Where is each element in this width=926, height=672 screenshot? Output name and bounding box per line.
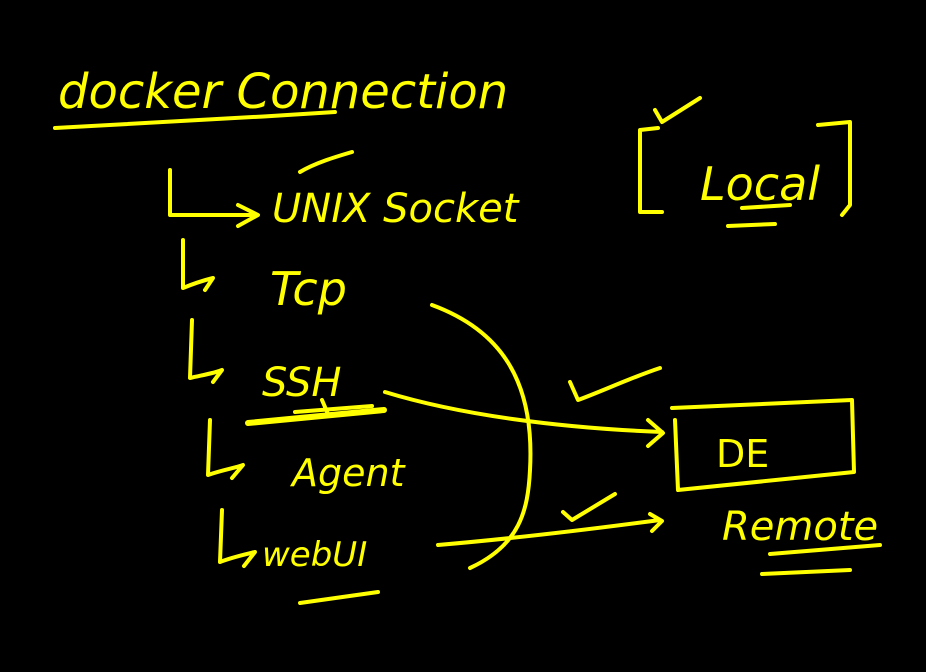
- annotation-marks: [245, 96, 702, 605]
- ssh-underline-thick: [245, 407, 387, 426]
- remote-underline-2: [760, 568, 852, 576]
- connector-unix: [168, 168, 260, 228]
- connection-arrows: [383, 303, 665, 570]
- local-bracket-left: [638, 126, 664, 214]
- check-mark-local: [653, 96, 702, 124]
- arrow-ssh-to-de: [383, 390, 665, 448]
- arrow-webui-to-remote: [436, 512, 664, 547]
- check-mark-remote-bottom: [561, 492, 617, 522]
- tree-item-tcp: Tcp: [270, 262, 347, 316]
- tree-item-agent: Agent: [289, 451, 407, 495]
- title-underline: [53, 110, 337, 130]
- webui-underline: [298, 590, 380, 605]
- connector-tcp: [181, 238, 215, 292]
- tree-connectors: [168, 168, 260, 568]
- tree-item-ssh: SSH: [262, 360, 341, 406]
- tree-labels: UNIX Socket Tcp SSH Agent webUI: [262, 186, 520, 575]
- connector-ssh: [188, 318, 224, 384]
- diagram-title: docker Connection: [58, 64, 508, 120]
- remote-caption: Remote: [722, 504, 878, 550]
- local-box: Local: [638, 120, 852, 228]
- connector-agent: [206, 418, 245, 480]
- title-group: docker Connection: [53, 64, 508, 130]
- remote-underline-1: [768, 543, 882, 556]
- connector-webui: [218, 508, 257, 568]
- ssh-underline-thin: [293, 398, 374, 416]
- local-bracket-right: [816, 120, 852, 217]
- local-underline-1: [740, 203, 792, 210]
- arrow-tcp-to-remote: [430, 303, 533, 570]
- remote-box-label: DE: [716, 432, 769, 476]
- remote-box: DE Remote: [670, 398, 882, 576]
- check-mark-unix: [298, 150, 354, 174]
- remote-box-outline: [670, 398, 856, 492]
- local-label: Local: [700, 157, 820, 211]
- tree-item-unix-socket: UNIX Socket: [272, 186, 520, 232]
- check-mark-remote-top: [568, 366, 662, 402]
- tree-item-webui: webUI: [262, 535, 367, 575]
- local-underline-2: [726, 222, 777, 228]
